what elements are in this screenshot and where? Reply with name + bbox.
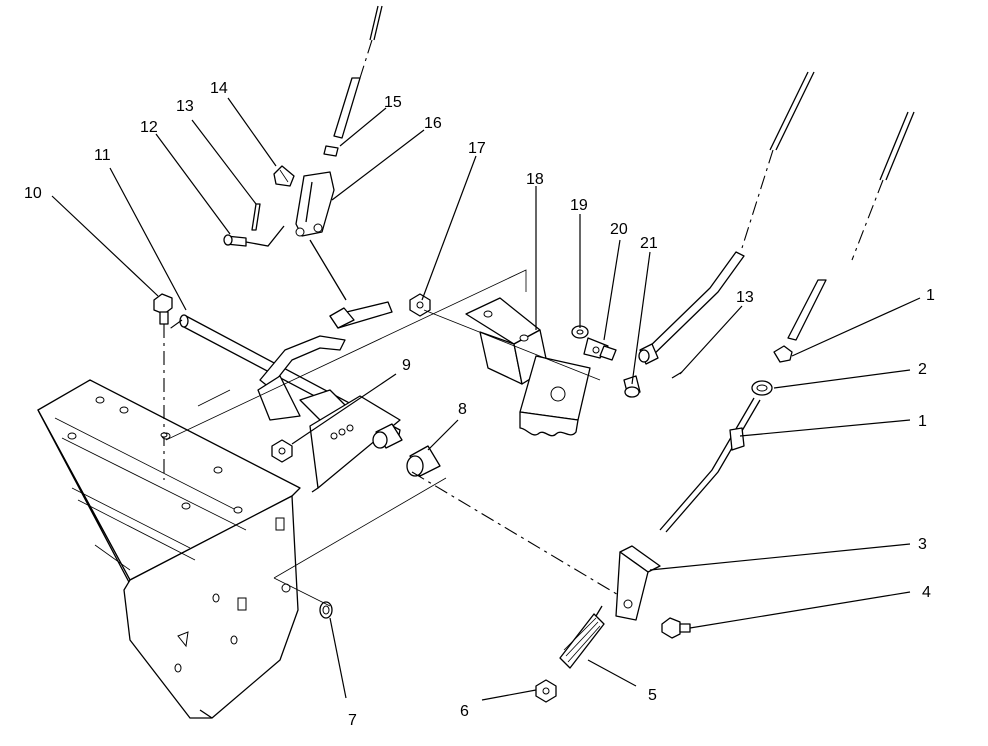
callout-3: 3 <box>918 536 927 553</box>
lower-linkage <box>319 471 691 703</box>
nut-9 <box>271 439 293 463</box>
bolt-10 <box>153 293 173 480</box>
callout-labels: 1 1 2 3 4 5 6 7 8 9 10 11 12 13 13 14 15… <box>24 80 935 729</box>
callout-17: 17 <box>468 140 486 157</box>
upper-control-rod <box>223 5 383 301</box>
assembly-lines <box>165 269 601 607</box>
callout-6: 6 <box>460 703 469 720</box>
callout-20: 20 <box>610 221 628 238</box>
callout-19: 19 <box>570 197 588 214</box>
shift-lever <box>257 301 401 493</box>
nut-17 <box>409 293 431 317</box>
callout-4: 4 <box>922 584 931 601</box>
cable-assembly <box>638 71 915 533</box>
callout-1-lower: 1 <box>918 413 927 430</box>
bushings <box>372 423 441 477</box>
callout-14: 14 <box>210 80 228 97</box>
callout-11: 11 <box>94 147 111 164</box>
callout-8: 8 <box>458 401 467 418</box>
callout-15: 15 <box>384 94 402 111</box>
callout-10: 10 <box>24 185 42 202</box>
callout-9: 9 <box>402 357 411 374</box>
callout-13-left: 13 <box>176 98 194 115</box>
callout-2: 2 <box>918 361 927 378</box>
callout-1-upper: 1 <box>926 287 935 304</box>
callout-13-right: 13 <box>736 289 754 306</box>
callout-16: 16 <box>424 115 442 132</box>
callout-18: 18 <box>526 171 544 188</box>
callout-21: 21 <box>640 235 658 252</box>
detent-bracket <box>465 297 641 437</box>
callout-5: 5 <box>648 687 657 704</box>
callout-12: 12 <box>140 119 158 136</box>
callout-7: 7 <box>348 712 357 729</box>
frame-bracket <box>37 379 301 719</box>
leader-lines <box>51 97 921 701</box>
